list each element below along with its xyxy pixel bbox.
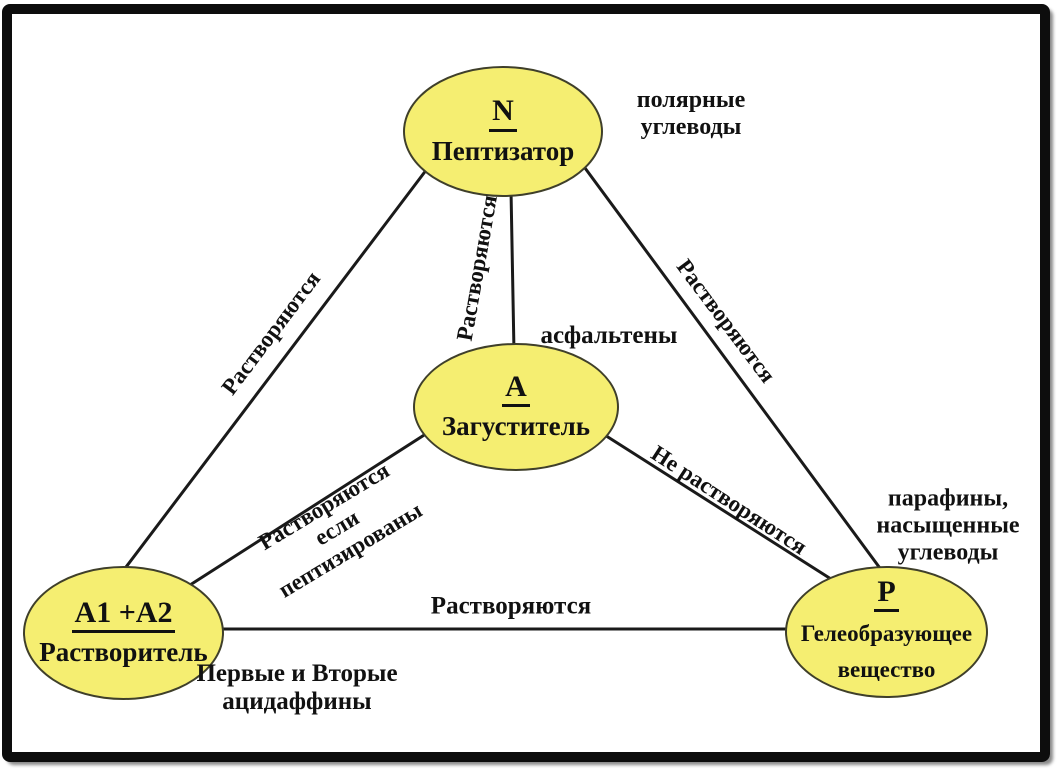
node-thickener-symbol: A [502,371,530,408]
node-solvent-symbol: A1 +A2 [71,597,176,634]
annotation-paraffins: парафины, насыщенные углеводы [876,485,1020,566]
edge-label-solvent-gelator: Растворяются [430,592,592,620]
node-gelator-symbol: P [874,576,899,613]
edge-line-peptizer-solvent [118,163,432,577]
edge-line-peptizer-thickener [509,188,516,354]
annotation-polar-carbohydrates: полярные углеводы [636,87,746,140]
node-gelator-label: Гелеобразующее вещество [800,621,973,682]
node-gelator: P Гелеобразующее вещество [785,566,988,698]
node-peptizer-symbol: N [489,96,517,132]
edge-line-solvent-thickener [188,428,434,587]
node-thickener: A Загуститель [413,343,619,471]
annotation-asphaltenes: асфальтены [540,322,678,349]
node-thickener-label: Загуститель [441,411,591,442]
node-solvent: A1 +A2 Растворитель [23,566,224,700]
annotation-acidaffins: Первые и Вторые ацидаффины [196,660,398,715]
node-solvent-label: Растворитель [39,637,208,668]
node-peptizer-label: Пептизатор [431,135,575,166]
edge-line-peptizer-gelator [583,166,887,577]
edge-line-thickener-gelator [598,430,844,588]
node-peptizer: N Пептизатор [403,66,603,197]
